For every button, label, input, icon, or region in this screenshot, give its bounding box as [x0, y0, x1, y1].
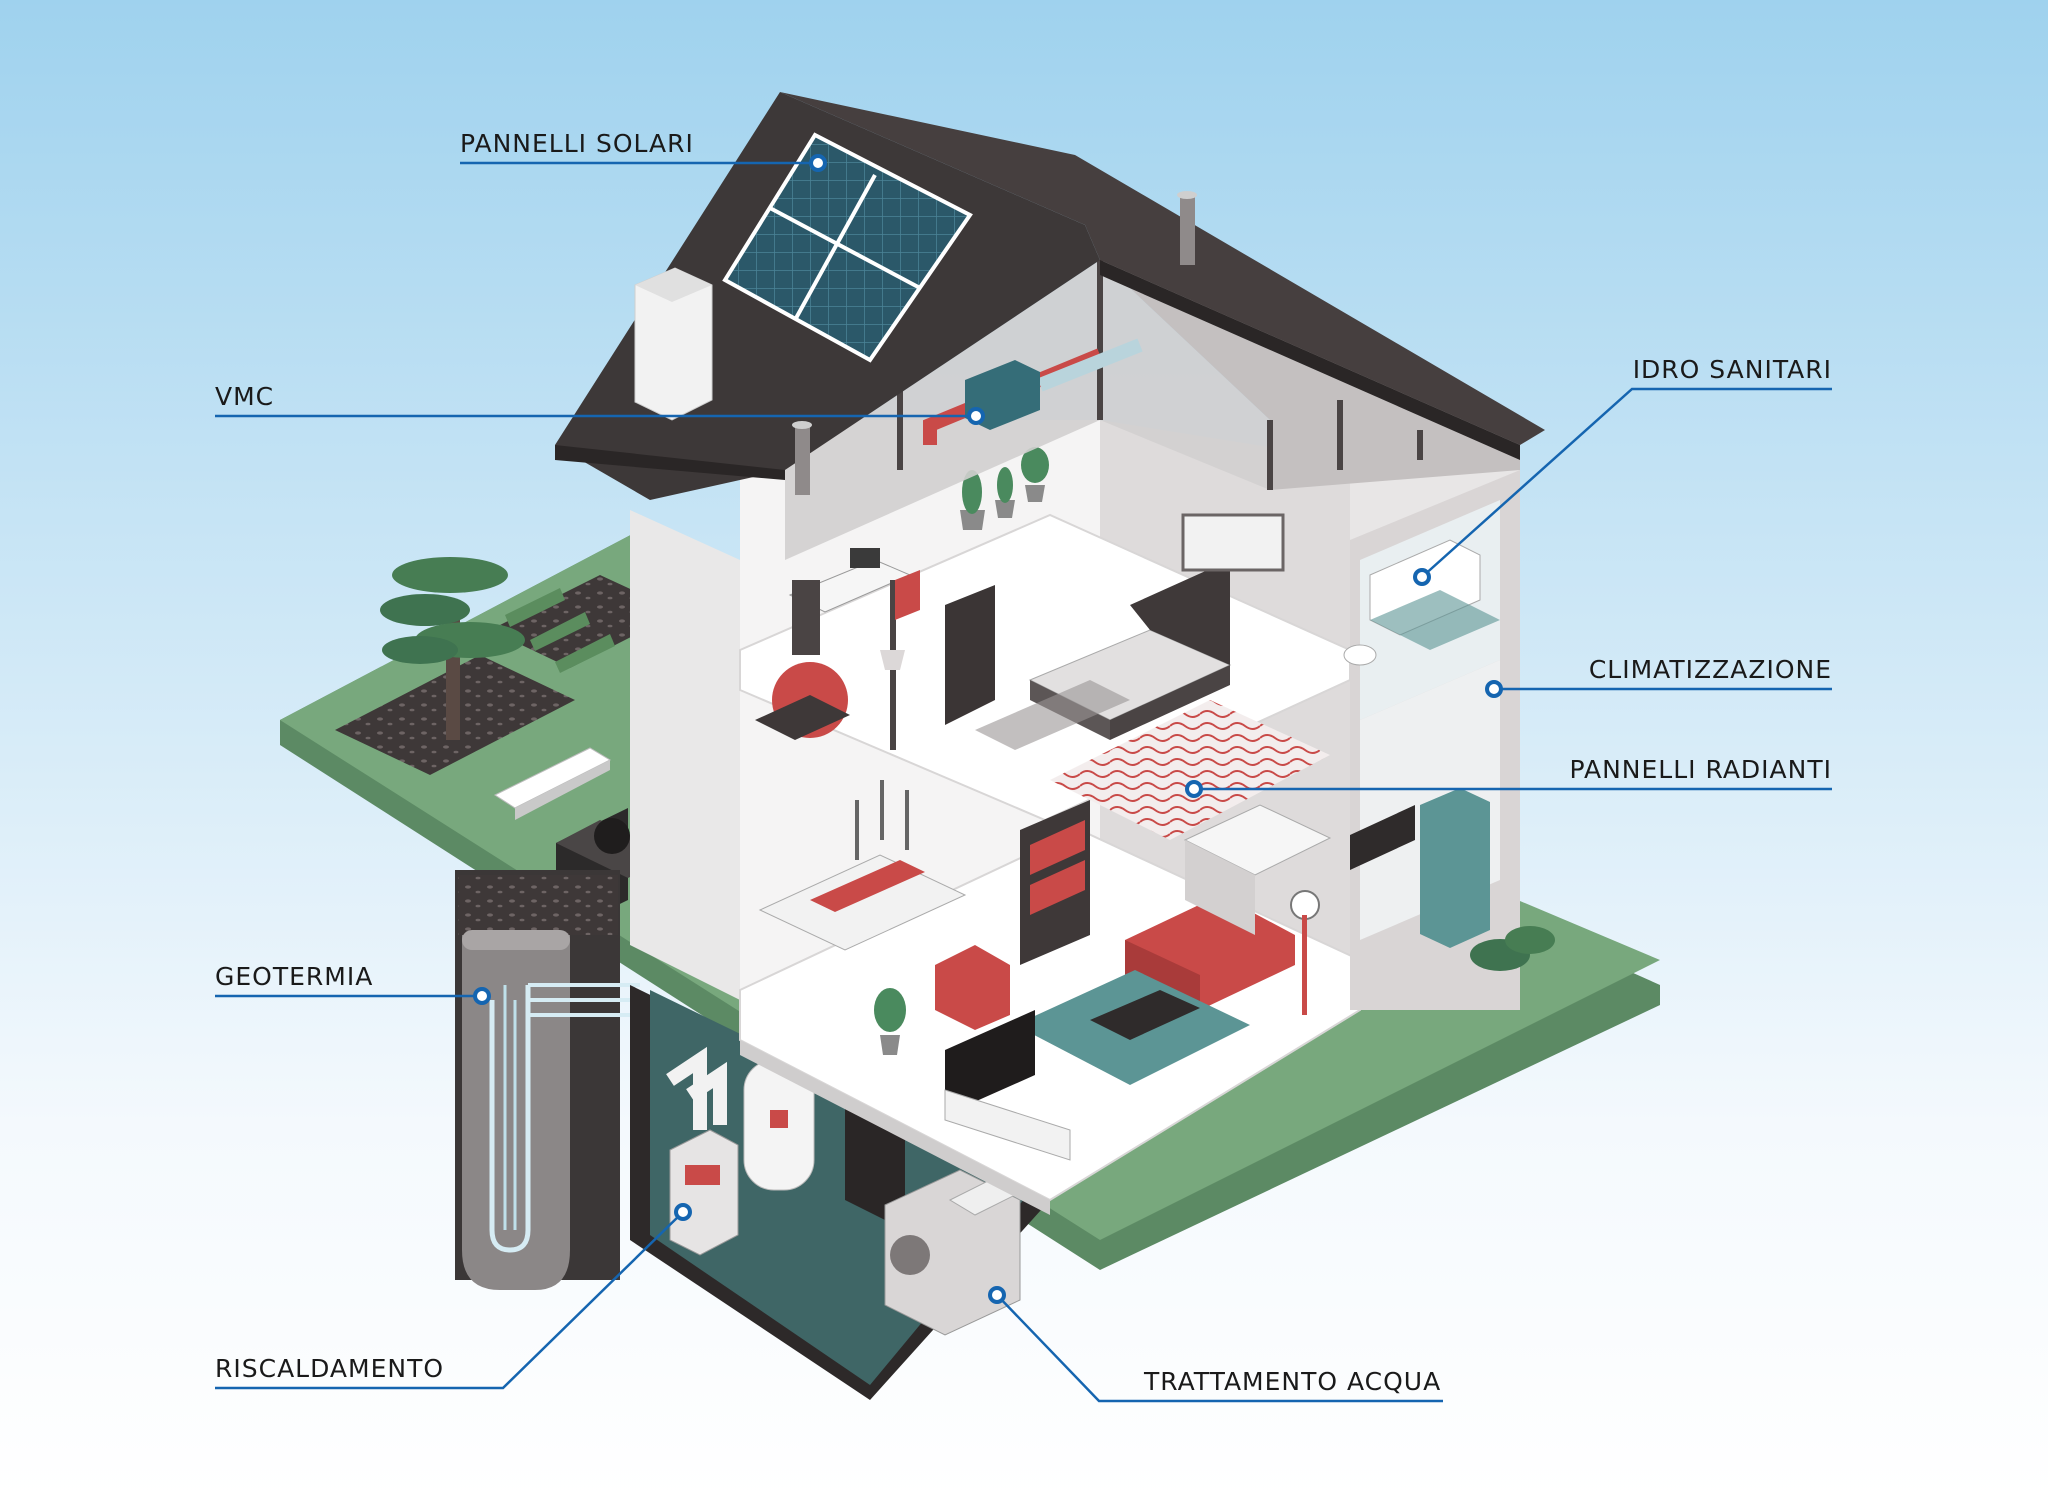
bathroom	[1343, 539, 1500, 666]
radiant-floor	[1050, 700, 1330, 840]
leader-dots	[473, 154, 1503, 1304]
bushes	[1470, 926, 1555, 971]
label-sanitary: IDRO SANITARI	[1632, 355, 1832, 384]
upstairs-plants	[960, 447, 1049, 530]
bedroom	[945, 513, 1285, 750]
living-room	[758, 780, 1320, 1161]
label-radiant-panels: PANNELLI RADIANTI	[1569, 755, 1832, 784]
label-water-treatment: TRATTAMENTO ACQUA	[1144, 1367, 1442, 1396]
label-heating: RISCALDAMENTO	[215, 1354, 445, 1383]
tree	[380, 557, 525, 740]
basement	[630, 985, 1050, 1400]
geothermal-well	[455, 870, 640, 1290]
label-solar-panels: PANNELLI SOLARI	[460, 129, 694, 158]
office	[755, 548, 920, 750]
kitchen	[1183, 788, 1490, 948]
leader-sanitary	[1421, 387, 1832, 578]
label-geothermal: GEOTERMIA	[215, 962, 374, 991]
leader-water	[996, 1294, 1443, 1403]
roof	[555, 92, 1545, 500]
label-air-conditioning: CLIMATIZZAZIONE	[1588, 655, 1832, 684]
leader-heating	[215, 1211, 684, 1390]
leader-lines	[215, 161, 1832, 1403]
label-vmc: VMC	[215, 382, 275, 411]
